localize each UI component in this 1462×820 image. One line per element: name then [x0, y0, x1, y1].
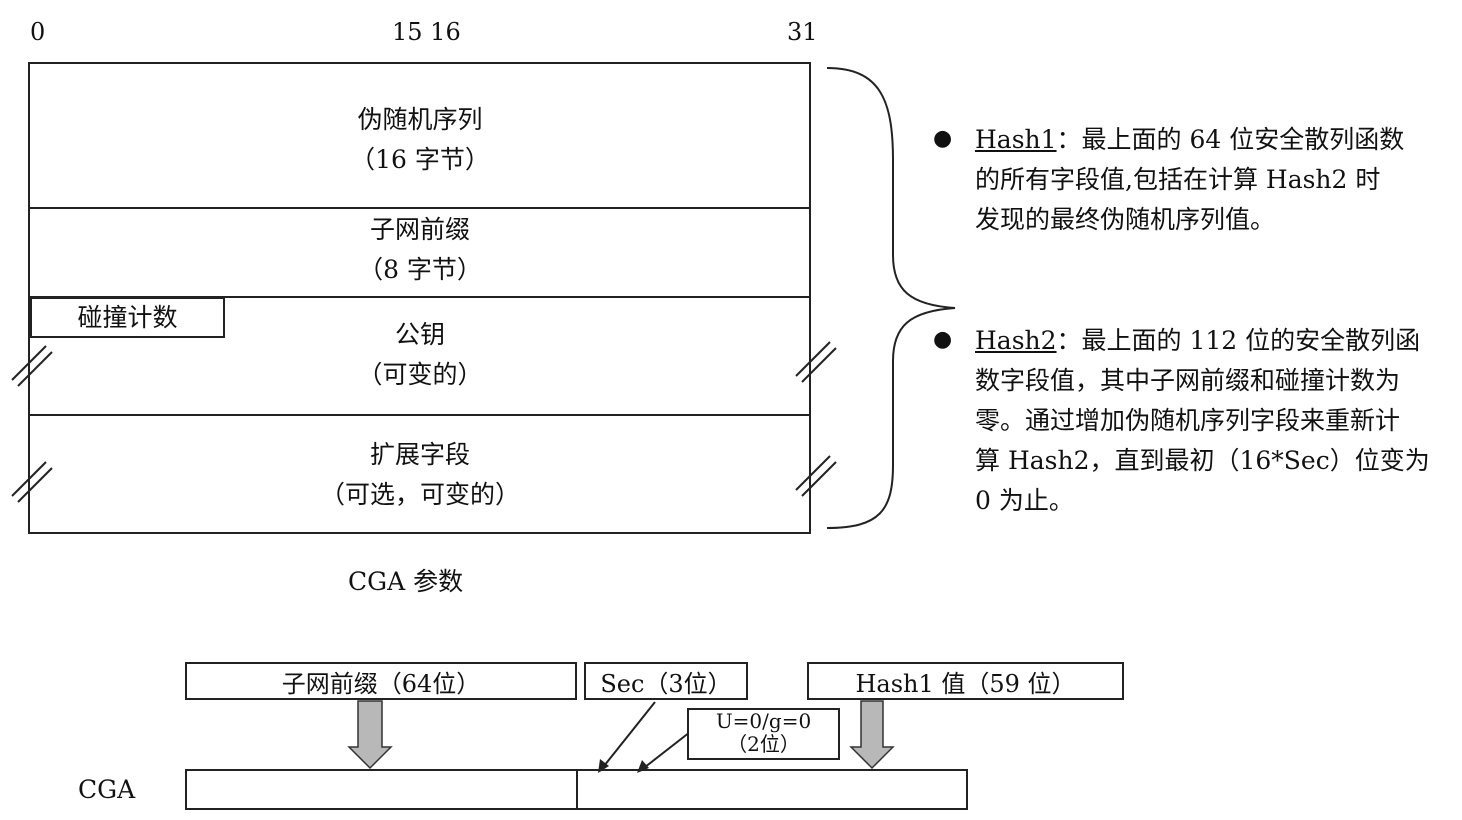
- hash2-line-3: 零。通过增加伪随机序列字段来重新计: [975, 406, 1401, 435]
- arrow-subnet-down: [347, 700, 393, 770]
- bit-label-0: 0: [30, 18, 46, 46]
- hash1-line-1: ：最上面的 64 位安全散列函数: [1056, 125, 1405, 154]
- field-subnet-prefix: 子网前缀 （8 字节）: [30, 210, 810, 290]
- bit-label-31: 31: [787, 18, 818, 46]
- bit-label-15-16: 15 16: [392, 18, 461, 46]
- hash1-line-3: 发现的最终伪随机序列值。: [975, 205, 1276, 234]
- field-extension: 扩展字段 （可选，可变的）: [30, 435, 810, 515]
- field-modifier-name: 伪随机序列: [357, 105, 483, 134]
- field-public-key-name: 公钥: [394, 320, 445, 349]
- hash2-explanation: Hash2：最上面的 112 位的安全散列函 数字段值，其中子网前缀和碰撞计数为…: [975, 321, 1462, 521]
- field-extension-name: 扩展字段: [369, 440, 470, 469]
- field-modifier: 伪随机序列 （16 字节）: [30, 100, 810, 180]
- bullet-hash2-dot: ●: [933, 327, 953, 352]
- bullet-hash1-dot: ●: [933, 126, 953, 151]
- ug-bits-line-2: （2位）: [727, 732, 800, 756]
- hash2-line-4: 算 Hash2，直到最初（16*Sec）位变为: [975, 446, 1430, 475]
- params-caption: CGA 参数: [348, 567, 464, 596]
- hash2-line-2: 数字段值，其中子网前缀和碰撞计数为: [975, 366, 1401, 395]
- hash1-term: Hash1: [975, 125, 1057, 154]
- hash1-value-label: Hash1 值（59 位）: [807, 662, 1124, 700]
- cga-label: CGA: [78, 775, 136, 804]
- field-subnet-prefix-size: （8 字节）: [358, 255, 482, 284]
- break-mark-right-1: [795, 341, 837, 383]
- ug-bits-box: U=0/g=0 （2位）: [687, 708, 840, 760]
- break-mark-left-1: [11, 345, 53, 387]
- field-public-key: 公钥 （可变的）: [30, 315, 810, 395]
- hash2-term: Hash2: [975, 326, 1057, 355]
- break-mark-left-2: [11, 461, 53, 503]
- field-extension-size: （可选，可变的）: [319, 480, 520, 509]
- field-collision-count: 碰撞计数: [30, 297, 225, 338]
- field-subnet-prefix-name: 子网前缀: [369, 215, 470, 244]
- arrow-ug-pointer: [639, 731, 691, 772]
- arrow-sec-head: [598, 759, 609, 773]
- hash1-line-2: 的所有字段值,包括在计算 Hash2 时: [975, 165, 1381, 194]
- brace: [826, 67, 956, 529]
- field-modifier-size: （16 字节）: [350, 145, 490, 174]
- break-mark-right-2: [795, 455, 837, 497]
- subnet-prefix-label: 子网前缀（64位）: [185, 662, 577, 700]
- field-public-key-size: （可变的）: [357, 360, 483, 389]
- hash2-line-5: 0 为止。: [975, 486, 1074, 515]
- arrow-ug-head: [637, 760, 649, 773]
- hash1-explanation: Hash1：最上面的 64 位安全散列函数 的所有字段值,包括在计算 Hash2…: [975, 120, 1462, 240]
- ug-bits-line-1: U=0/g=0: [715, 709, 812, 733]
- arrow-hash1-down: [849, 700, 895, 770]
- arrow-sec-pointer: [599, 701, 656, 772]
- sec-label: Sec（3位）: [584, 662, 748, 700]
- hash2-line-1: ：最上面的 112 位的安全散列函: [1056, 326, 1421, 355]
